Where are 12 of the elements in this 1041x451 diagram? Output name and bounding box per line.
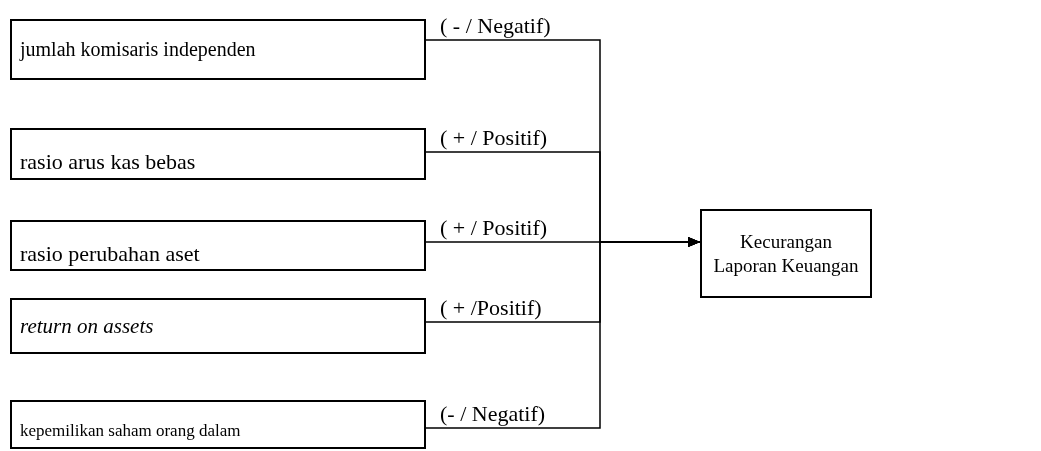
text-box: kepemilikan saham orang dalam [10,400,426,449]
text-box: Kecurangan Laporan Keuangan [700,209,872,298]
text-box: rasio perubahan aset [10,220,426,271]
text-box: return on assets [10,298,426,354]
edge-label: ( + / Positif) [440,127,548,149]
edge-label: ( + / Positif) [440,217,548,239]
text-box: jumlah komisaris independen [10,19,426,80]
edge-label: (- / Negatif) [440,403,546,425]
text-box: rasio arus kas bebas [10,128,426,180]
edge-label: ( + /Positif) [440,297,542,319]
connector-arrow [425,237,701,429]
edge-label: ( - / Negatif) [440,15,551,37]
